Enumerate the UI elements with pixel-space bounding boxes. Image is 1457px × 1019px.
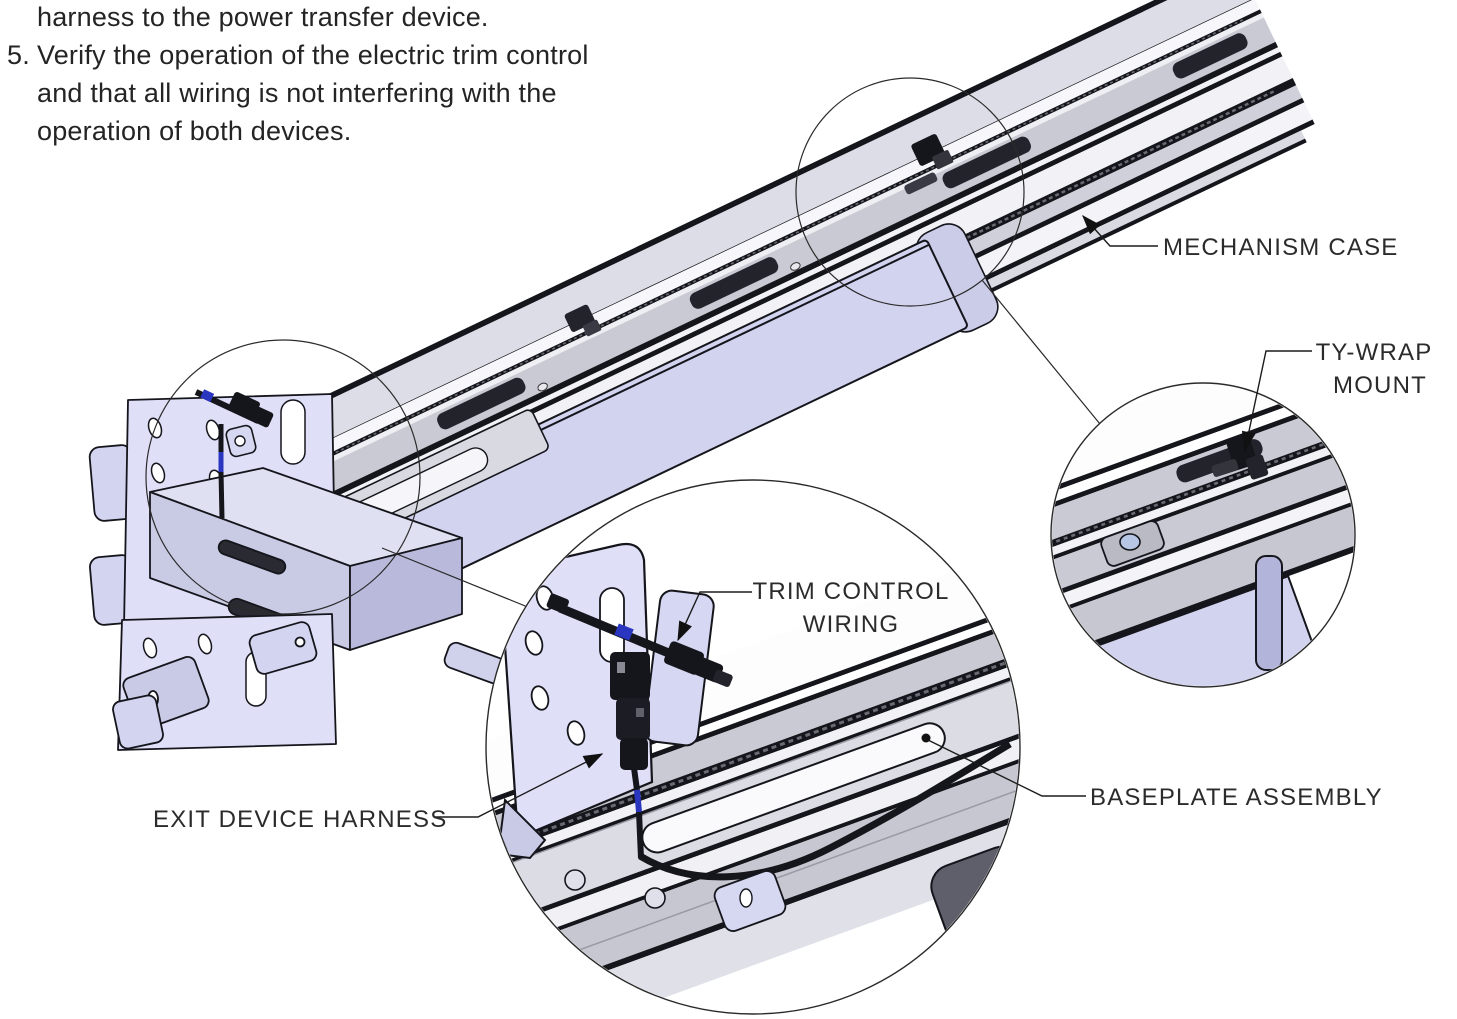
baseplate-leader-dot bbox=[921, 733, 931, 743]
mechanism-case-rail bbox=[176, 0, 1315, 642]
ty-wrap-mount-leader bbox=[1241, 350, 1312, 452]
bolt bbox=[644, 887, 666, 909]
detail-source-circle-left bbox=[145, 339, 421, 615]
instruction-line-3: operation of both devices. bbox=[37, 116, 352, 146]
panel-end-cap bbox=[1255, 555, 1283, 671]
instruction-line-2: and that all wiring is not interfering w… bbox=[37, 78, 557, 108]
label-ty-wrap-line2: MOUNT bbox=[1333, 372, 1427, 399]
case-slot bbox=[217, 539, 287, 575]
mounting-bracket-assembly bbox=[88, 393, 507, 751]
label-exit-device-harness: EXIT DEVICE HARNESS bbox=[153, 806, 447, 833]
bracket-tab bbox=[112, 694, 164, 750]
trim-control-leader bbox=[677, 591, 752, 642]
center-case-side bbox=[349, 537, 463, 651]
label-ty-wrap-line1: TY-WRAP bbox=[1316, 339, 1433, 366]
label-trim-control-line1: TRIM CONTROL bbox=[752, 578, 949, 605]
exit-harness-leader bbox=[434, 753, 604, 818]
bracket-tab bbox=[248, 621, 318, 675]
cable-clip bbox=[564, 304, 602, 337]
detail-connector-line-right bbox=[981, 279, 1101, 425]
bolt-head bbox=[1119, 533, 1141, 551]
detail-connector-line-left bbox=[381, 547, 541, 613]
mechanism-case-leader bbox=[1082, 214, 1158, 247]
magnified-harness bbox=[610, 652, 650, 859]
rivet bbox=[790, 262, 801, 271]
list-item-number: 5. bbox=[7, 40, 30, 70]
rail-top-slots bbox=[437, 33, 1248, 430]
label-mechanism-case: MECHANISM CASE bbox=[1163, 234, 1399, 261]
detail-circle-left-outline bbox=[485, 479, 1021, 1015]
callout-leaders bbox=[434, 214, 1312, 818]
instruction-line-1: Verify the operation of the electric tri… bbox=[37, 40, 589, 70]
instruction-continuation: harness to the power transfer device. bbox=[37, 2, 489, 32]
rivet bbox=[537, 382, 548, 392]
baseplate-leader bbox=[927, 739, 1086, 797]
magnified-trim-wiring bbox=[546, 593, 733, 687]
label-trim-control-line2: WIRING bbox=[803, 611, 900, 638]
detail-circle-right-outline bbox=[1050, 382, 1356, 688]
label-baseplate-assembly: BASEPLATE ASSEMBLY bbox=[1090, 784, 1383, 811]
harness-wire bbox=[638, 740, 1012, 881]
trim-control-wiring-main bbox=[194, 389, 274, 519]
detail-source-circle-right bbox=[795, 77, 1025, 307]
ty-wrap-clip bbox=[904, 134, 954, 195]
bolt bbox=[564, 869, 586, 891]
